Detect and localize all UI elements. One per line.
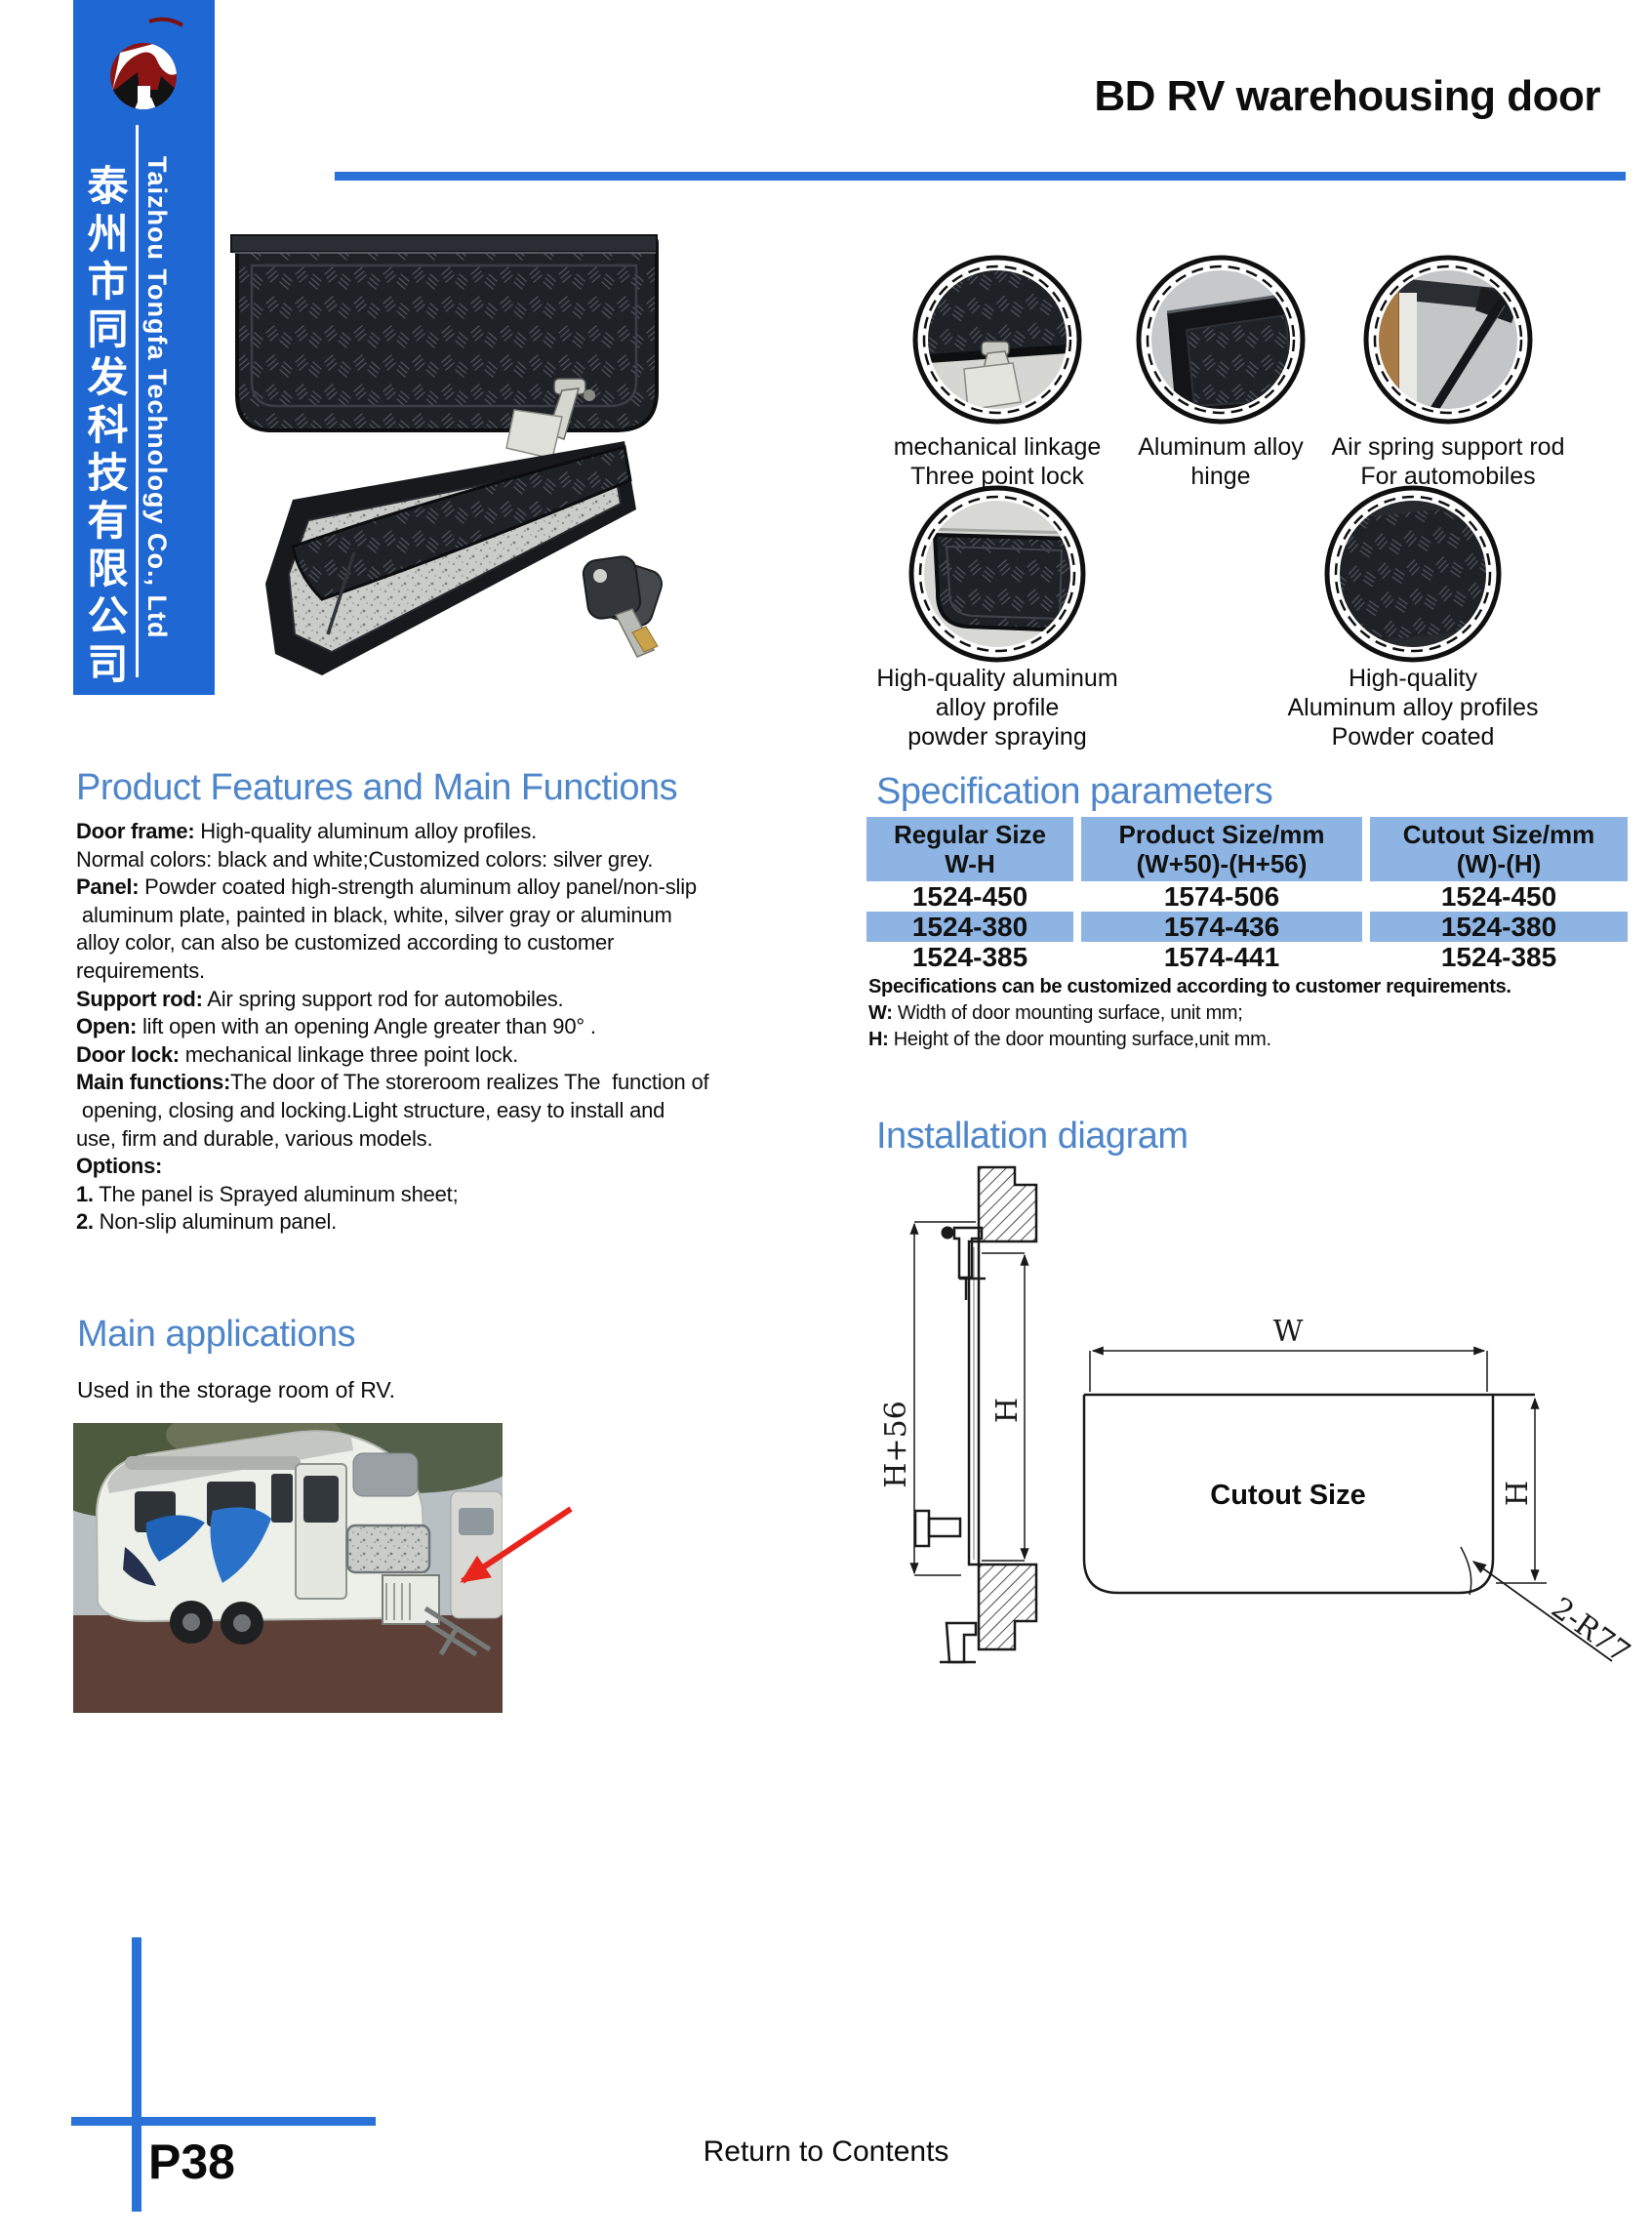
- spec-value-cell: 1574-436: [1081, 912, 1362, 942]
- sidebar-company-banner: 泰州市同发科技有限公司 Taizhou Tongfa Technology Co…: [73, 0, 215, 695]
- text-line: H: Height of the door mounting surface,u…: [868, 1029, 1271, 1050]
- sidebar-divider: [136, 125, 139, 677]
- text-line: Support rod: Air spring support rod for …: [76, 986, 564, 1011]
- circle-aluminum-hinge: [1136, 255, 1306, 425]
- red-pointer-arrow: [460, 1506, 573, 1584]
- text-line: use, firm and durable, various models.: [76, 1125, 433, 1151]
- return-to-contents-link[interactable]: Return to Contents: [703, 2135, 949, 2168]
- logo-star: [149, 43, 173, 45]
- lock-handle-with-tag: [505, 378, 595, 460]
- cutout-size-label: Cutout Size: [1210, 1480, 1366, 1511]
- product-photo-open-door: [265, 441, 664, 675]
- company-name-chinese: 泰州市同发科技有限公司: [82, 164, 128, 690]
- caption-line: mechanical linkage: [893, 433, 1102, 461]
- page-title: BD RV warehousing door: [1094, 72, 1600, 120]
- caption-line: hinge: [1190, 463, 1251, 490]
- caption-line: Aluminum alloy profiles: [1287, 694, 1539, 721]
- text-line: W: Width of door mounting surface, unit …: [868, 1002, 1243, 1024]
- spec-value-cell: 1524-450: [911, 881, 1028, 912]
- text-line: alloy color, can also be customized acco…: [76, 930, 615, 955]
- installation-section-drawing: [909, 1165, 1038, 1664]
- spec-header-cell: Product Size/mm(W+50)-(H+56): [1081, 817, 1362, 881]
- title-underline: [335, 172, 1626, 181]
- circle-profile-powder-spraying: [908, 485, 1086, 663]
- text-line: Specifications can be customized accordi…: [868, 976, 1511, 997]
- spec-header-cell: Cutout Size/mm(W)-(H): [1370, 817, 1628, 881]
- spec-value-cell: 1524-380: [866, 912, 1073, 942]
- rv-storage-door: [345, 1524, 431, 1574]
- spec-value-cell: 1524-380: [1370, 912, 1628, 942]
- applications-heading: Main applications: [77, 1314, 356, 1355]
- company-name-english: Taizhou Tongfa Technology Co., Ltd: [142, 156, 172, 639]
- text-line: 1. The panel is Sprayed aluminum sheet;: [76, 1181, 459, 1206]
- text-line: Open: lift open with an opening Angle gr…: [76, 1014, 596, 1039]
- support-rod: [326, 551, 356, 635]
- caption-line: Three point lock: [910, 463, 1084, 490]
- text-line: Door frame: High-quality aluminum alloy …: [76, 819, 538, 843]
- company-logo: [110, 17, 184, 109]
- footer-horizontal-line: [71, 2117, 376, 2126]
- page-number: P38: [148, 2134, 235, 2189]
- caption-line: For automobiles: [1360, 463, 1536, 490]
- applications-text: Used in the storage room of RV.: [77, 1377, 396, 1403]
- door-keys: [582, 555, 664, 658]
- caption-line: Powder coated: [1331, 723, 1495, 751]
- features-text: Door frame: High-quality aluminum alloy …: [76, 818, 709, 1237]
- text-line: 2. Non-slip aluminum panel.: [76, 1209, 338, 1235]
- installation-heading: Installation diagram: [876, 1116, 1189, 1157]
- text-line: Main functions:The door of The storeroom…: [76, 1070, 709, 1095]
- caption-line: powder spraying: [907, 723, 1087, 751]
- specs-heading: Specification parameters: [876, 771, 1273, 812]
- circle-profiles-powder-coated: [1324, 485, 1502, 663]
- text-line: requirements.: [76, 957, 205, 983]
- dim-label-h56: H+56: [879, 1401, 913, 1487]
- text-line: aluminum plate, painted in black, white,…: [76, 902, 672, 927]
- text-line: Panel: Powder coated high-strength alumi…: [76, 874, 697, 900]
- caption-line: High-quality: [1348, 665, 1477, 692]
- circle-air-spring-rod: [1363, 255, 1533, 425]
- spec-value-cell: 1524-385: [911, 942, 1028, 972]
- text-line: Options:: [76, 1154, 163, 1179]
- product-photo-closed-door: [230, 234, 659, 460]
- footer-vertical-line: [132, 1937, 141, 2212]
- spec-value-cell: 1574-506: [1163, 881, 1280, 912]
- dim-label-cutout-h: H: [1501, 1481, 1535, 1506]
- caption-line: High-quality aluminum: [876, 665, 1118, 692]
- rv-photo: [73, 1423, 573, 1713]
- caption-line: alloy profile: [935, 694, 1060, 721]
- spec-value-cell: 1574-441: [1163, 942, 1280, 972]
- text-line: Door lock: mechanical linkage three poin…: [76, 1041, 519, 1067]
- dim-label-w: W: [1273, 1315, 1304, 1349]
- dim-label-radius: 2-R77: [1545, 1591, 1635, 1670]
- text-line: Normal colors: black and white;Customize…: [76, 846, 654, 872]
- caption-line: Air spring support rod: [1331, 433, 1565, 461]
- features-heading: Product Features and Main Functions: [76, 767, 678, 808]
- text-line: opening, closing and locking.Light struc…: [76, 1097, 665, 1122]
- installation-cutout-drawing: [1082, 1346, 1613, 1662]
- dim-label-h: H: [990, 1398, 1025, 1423]
- spec-value-cell: 1524-385: [1440, 942, 1557, 972]
- spec-notes: Specifications can be customized accordi…: [868, 974, 1511, 1053]
- spec-value-cell: 1524-450: [1440, 881, 1557, 912]
- caption-line: Aluminum alloy: [1138, 433, 1304, 461]
- circle-three-point-lock: [912, 255, 1082, 425]
- logo-arc: [148, 17, 184, 27]
